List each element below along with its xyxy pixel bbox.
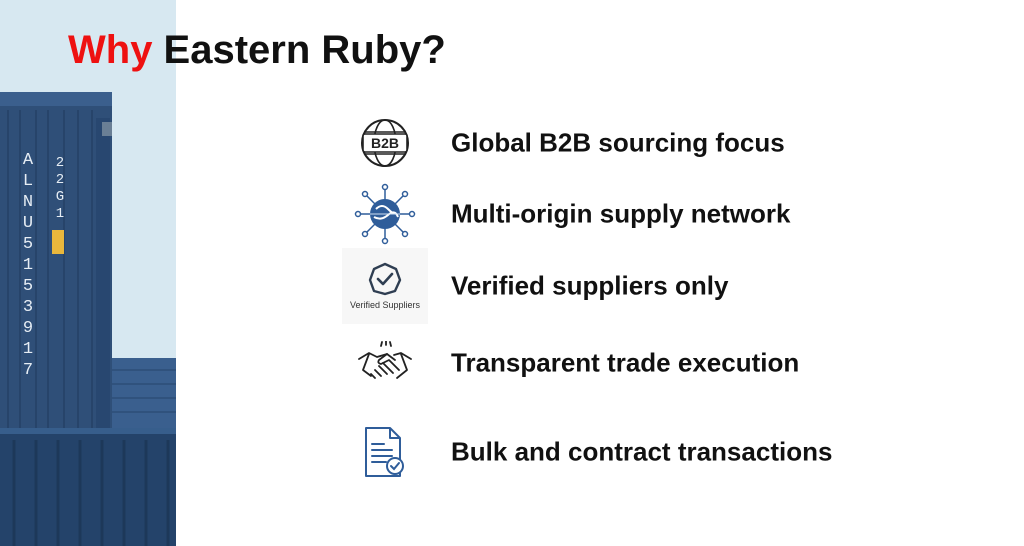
verified-caption: Verified Suppliers [349, 300, 421, 310]
feature-item-verified: Verified Suppliers Verified suppliers on… [340, 248, 960, 324]
feature-item-b2b: B2B Global B2B sourcing focus [340, 110, 960, 176]
feature-item-contract: Bulk and contract transactions [340, 419, 960, 485]
shipping-container-photo: ALNU 515391 7 22G1 [0, 0, 176, 546]
verified-badge-icon: Verified Suppliers [340, 248, 430, 324]
verified-badge: Verified Suppliers [342, 248, 428, 324]
contract-document-icon [340, 419, 430, 485]
title-accent: Why [68, 28, 153, 72]
b2b-globe-icon: B2B [340, 110, 430, 176]
b2b-icon-text: B2B [371, 135, 399, 151]
feature-item-network: Multi-origin supply network [340, 181, 960, 247]
container-code-right: 22G1 [55, 155, 65, 222]
feature-label: Multi-origin supply network [451, 198, 791, 229]
handshake-icon [340, 330, 430, 396]
container-code-left: ALNU 515391 7 [22, 151, 34, 380]
network-globe-icon [340, 181, 430, 247]
feature-label: Bulk and contract transactions [451, 436, 833, 467]
feature-label: Global B2B sourcing focus [451, 127, 785, 158]
feature-item-handshake: Transparent trade execution [340, 330, 960, 396]
title-rest: Eastern Ruby? [152, 28, 446, 72]
feature-label: Verified suppliers only [451, 270, 729, 301]
page-title: Why Eastern Ruby? [68, 24, 446, 76]
feature-label: Transparent trade execution [451, 347, 800, 378]
